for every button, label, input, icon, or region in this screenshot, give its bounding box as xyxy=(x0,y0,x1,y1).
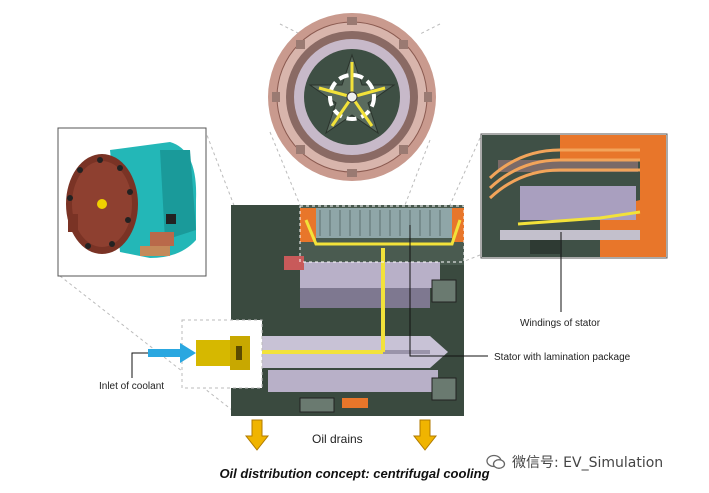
watermark-text: 微信号: EV_Simulation xyxy=(512,455,664,471)
oil-drain-arrow-left xyxy=(244,419,270,451)
motor-3d-render xyxy=(57,127,207,277)
wechat-icon xyxy=(486,454,506,470)
oil-drain-arrow-right xyxy=(412,419,438,451)
figure-caption: Oil distribution concept: centrifugal co… xyxy=(219,466,490,481)
label-inlet-of-coolant: Inlet of coolant xyxy=(99,381,165,392)
stator-windings-closeup xyxy=(480,133,668,259)
leader-lines xyxy=(131,225,562,378)
motor-cross-section xyxy=(181,205,465,416)
coolant-inlet xyxy=(181,319,263,389)
label-windings-of-stator: Windings of stator xyxy=(520,318,601,329)
label-oil-drains: Oil drains xyxy=(312,432,363,446)
coolant-arrow xyxy=(148,343,196,363)
watermark: 微信号: EV_Simulation xyxy=(486,452,663,472)
rotor-disc-view xyxy=(268,13,436,181)
oil-drain-arrows xyxy=(244,419,438,451)
label-stator-lamination: Stator with lamination package xyxy=(494,352,631,363)
